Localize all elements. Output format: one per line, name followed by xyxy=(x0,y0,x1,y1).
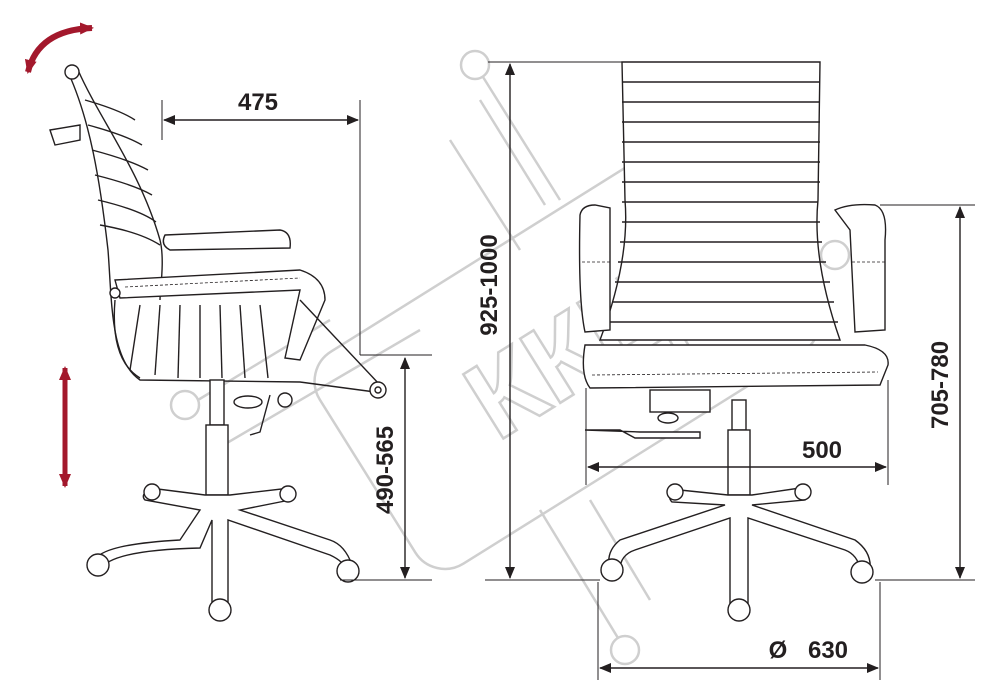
seat-depth-label: 475 xyxy=(238,89,278,116)
dimension-armrest-height: 705-780 xyxy=(875,204,975,581)
dimension-width: 500 xyxy=(585,380,889,485)
dimension-seat-depth: 475 xyxy=(161,89,361,355)
front-view-chair xyxy=(578,61,889,622)
side-view-chair xyxy=(49,64,387,622)
armrest-height-label: 705-780 xyxy=(927,341,954,429)
total-height-label: 925-1000 xyxy=(476,234,503,335)
diameter-symbol: Ø xyxy=(769,637,788,664)
width-label: 500 xyxy=(802,437,842,464)
dimension-base-diameter: Ø 630 xyxy=(597,582,881,680)
recline-arrow-icon xyxy=(24,22,94,74)
seat-height-label: 490-565 xyxy=(372,426,399,514)
dimension-seat-height: 490-565 xyxy=(340,354,432,581)
base-diameter-label: 630 xyxy=(808,637,848,664)
dimension-total-height: 925-1000 xyxy=(476,61,622,581)
